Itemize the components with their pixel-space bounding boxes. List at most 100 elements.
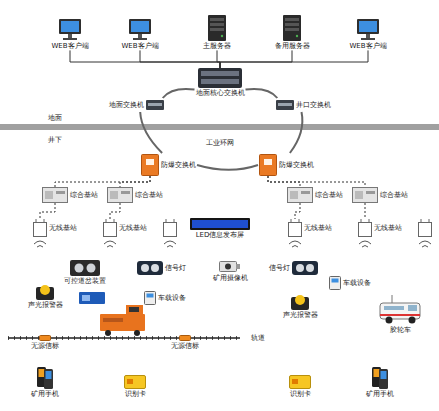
icon-part — [70, 260, 100, 276]
icon-part — [147, 294, 154, 298]
device-node: 识别卡 — [124, 375, 146, 398]
icon-part — [87, 264, 96, 273]
track-ties — [8, 336, 240, 340]
wireless-signal — [34, 241, 431, 247]
icon-part — [290, 376, 311, 389]
connector — [70, 50, 220, 68]
device-node: 信号灯 — [137, 261, 186, 275]
device-label: 矿用手机 — [366, 390, 394, 398]
server-icon — [282, 15, 302, 41]
connector — [120, 176, 150, 187]
icon-part — [225, 264, 231, 270]
icon-part — [145, 292, 156, 305]
icon-part — [276, 100, 294, 110]
icon-part — [82, 295, 90, 301]
icon-part — [292, 261, 318, 275]
connector — [220, 50, 292, 68]
icon-part — [384, 306, 404, 310]
alarm-icon — [36, 284, 54, 300]
device-label: 胶轮车 — [390, 326, 411, 334]
device-label: 综合基站 — [135, 191, 163, 199]
icon-part — [114, 219, 115, 223]
connector — [140, 112, 162, 153]
device-node: 无源信标 — [31, 335, 59, 350]
icon-part — [148, 103, 162, 106]
icon-part — [330, 277, 341, 290]
icon-part — [103, 318, 123, 322]
icon-part — [220, 262, 237, 272]
icon-part — [290, 191, 298, 199]
device-label: WEB客户端 — [349, 42, 386, 50]
icon-part — [34, 223, 47, 237]
icon-part — [141, 264, 149, 272]
device-label: 综合基站 — [380, 191, 408, 199]
area-label: 井下 — [47, 136, 63, 144]
area-label: 地面 — [47, 114, 63, 122]
icon-part — [190, 218, 250, 230]
icon-part — [61, 21, 79, 32]
icon-part — [75, 264, 84, 273]
device-node: 防爆交换机 — [259, 154, 314, 176]
device-node: 无源信标 — [171, 335, 199, 350]
icon-part — [100, 314, 145, 331]
device-label: LED信息发布屏 — [196, 231, 245, 239]
icon-part — [419, 241, 431, 247]
icon-part — [106, 219, 107, 223]
device-node: WEB客户端 — [51, 19, 88, 50]
device-node: LED信息发布屏 — [190, 218, 250, 239]
device-node: 胶轮车 — [378, 295, 422, 334]
icon-part — [386, 317, 393, 324]
icon-part — [44, 369, 53, 389]
icon-part — [45, 191, 53, 199]
device-label: 声光报警器 — [283, 311, 318, 319]
icon-part — [125, 376, 146, 389]
connector — [55, 176, 150, 187]
icon-part — [138, 34, 142, 38]
icon-part — [285, 28, 299, 31]
connector — [246, 89, 278, 98]
pc-icon — [355, 19, 381, 41]
base-icon — [352, 187, 378, 203]
device-label: 备用服务器 — [275, 42, 310, 50]
device-label: 可控道岔装置 — [64, 277, 106, 285]
device-label: 车载设备 — [343, 279, 371, 287]
connector — [268, 176, 365, 187]
exsw-icon — [259, 154, 277, 176]
icon-part — [146, 100, 164, 110]
locomotive — [100, 305, 145, 336]
device-node: 综合基站 — [287, 187, 343, 203]
area-label: 轨道 — [250, 334, 266, 342]
icon-part — [210, 23, 224, 26]
icon-part — [40, 285, 50, 295]
device-node: 无线基站 — [103, 219, 147, 237]
icon-part — [332, 279, 339, 283]
icon-part — [366, 34, 370, 38]
device-node: 无线基站 — [288, 219, 332, 237]
device-label: 井口交换机 — [296, 101, 331, 109]
device-label: 地面交换机 — [109, 101, 144, 109]
wbase-icon — [33, 219, 47, 237]
device-label: 无线基站 — [304, 224, 332, 232]
icon-part — [127, 379, 133, 384]
device-node: 主服务器 — [203, 15, 231, 50]
icon-part — [408, 305, 417, 311]
icon-part — [289, 241, 301, 247]
icon-part — [369, 219, 370, 223]
camera-icon — [219, 259, 241, 273]
icon-part — [289, 223, 302, 237]
icon-part — [43, 188, 68, 203]
device-node: 矿用手机 — [366, 367, 394, 398]
icon-part — [133, 38, 147, 40]
icon-part — [292, 379, 298, 384]
van-icon — [378, 295, 422, 325]
device-node: 综合基站 — [107, 187, 163, 203]
device-label: 识别卡 — [125, 390, 146, 398]
icon-part — [357, 19, 379, 34]
icon-part — [68, 34, 72, 38]
connector — [140, 50, 220, 68]
icon-part — [392, 295, 393, 303]
icon-part — [63, 38, 77, 40]
extra-wireless-station — [164, 219, 177, 237]
icon-part — [151, 264, 159, 272]
icon-part — [79, 292, 105, 304]
